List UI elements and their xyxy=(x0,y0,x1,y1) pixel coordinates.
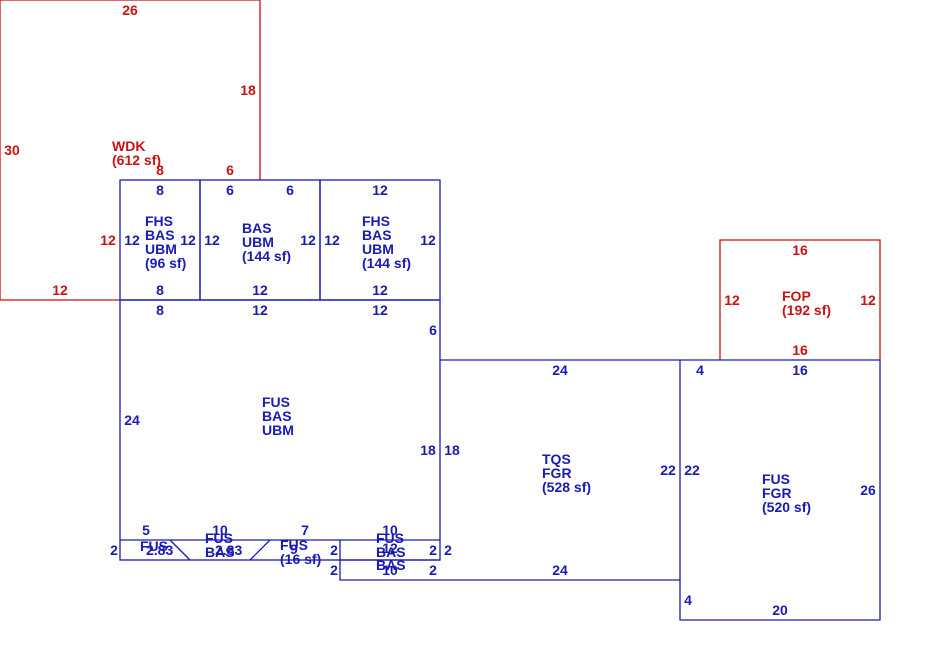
dim-main-left: 24 xyxy=(124,412,140,428)
strip-b-dim: 2.83 xyxy=(215,542,242,558)
fhs-left-area: (96 sf) xyxy=(145,255,186,271)
fus-main-line-2: BAS xyxy=(262,408,292,424)
dim-strip-i: 2 xyxy=(429,562,437,578)
dim-garage-left: 22 xyxy=(684,462,700,478)
dim-wdk-left: 30 xyxy=(4,142,20,158)
dim-wdk-top: 26 xyxy=(122,2,138,18)
strip-d-label-1: FUS xyxy=(376,530,404,546)
dim-garage-left-b: 4 xyxy=(684,592,692,608)
strip-d-label-2: BAS xyxy=(376,544,406,560)
dim-tqs-right: 22 xyxy=(660,462,676,478)
open-porch-outline xyxy=(719,239,881,360)
dim-strip-e: 2 xyxy=(330,542,338,558)
dim-strip-d: 10 xyxy=(382,522,398,538)
fop-code: FOP xyxy=(782,288,811,304)
dim-wdk-inner-b: 6 xyxy=(226,162,234,178)
fhs-right-line-2: BAS xyxy=(362,227,392,243)
dim-wdk-bottom: 12 xyxy=(52,282,68,298)
wdk-code: WDK xyxy=(112,138,145,154)
dim-strip-k: 10 xyxy=(382,562,398,578)
room-fus-garage-outline xyxy=(679,359,881,621)
strip-b-label-2: BAS xyxy=(205,544,235,560)
room-fus-main xyxy=(119,299,441,561)
strip-b-label-1: FUS xyxy=(205,530,233,546)
tqs-line-2: FGR xyxy=(542,465,572,481)
dim-strip-b: 10 xyxy=(212,522,228,538)
dim-main-right-a: 6 xyxy=(429,322,437,338)
dim-wdk-right: 18 xyxy=(240,82,256,98)
bas-mid-line-2: UBM xyxy=(242,234,274,250)
dim-tqs-top: 24 xyxy=(552,362,568,378)
fus-main-line-1: FUS xyxy=(262,394,290,410)
dim-tqs-bottom: 24 xyxy=(552,562,568,578)
dim-strip-f: 2 xyxy=(429,542,437,558)
dim-r2-right: 12 xyxy=(300,232,316,248)
dim-main-top-c: 12 xyxy=(372,302,388,318)
deck-dimensions: 26 18 30 12 12 8 6 16 12 12 16 xyxy=(4,2,876,358)
strip-c-label-1: FUS xyxy=(280,537,308,553)
fus-main-line-3: UBM xyxy=(262,422,294,438)
dim-garage-top-b: 16 xyxy=(792,362,808,378)
dim-r1-top: 8 xyxy=(156,182,164,198)
strip-diagonal-b xyxy=(249,539,271,561)
strip-diagonal-a xyxy=(169,539,191,561)
dim-r2-top-b: 6 xyxy=(286,182,294,198)
strip-a-dim: 2.83 xyxy=(146,542,173,558)
dim-r2-bottom: 12 xyxy=(252,282,268,298)
dim-wdk-inner-a: 8 xyxy=(156,162,164,178)
strip-d-label-3: BAS xyxy=(376,557,406,573)
strip-c-label-2: (16 sf) xyxy=(280,551,321,567)
fus-garage-line-2: FGR xyxy=(762,485,792,501)
dim-fop-bottom: 16 xyxy=(792,342,808,358)
dim-garage-bottom: 20 xyxy=(772,602,788,618)
building-outlines xyxy=(119,179,881,621)
fhs-left-line-1: FHS xyxy=(145,213,173,229)
dim-strip-h: 2 xyxy=(330,562,338,578)
wdk-area: (612 sf) xyxy=(112,152,161,168)
dim-garage-right: 26 xyxy=(860,482,876,498)
dim-r3-bottom: 12 xyxy=(372,282,388,298)
dim-strip-a: 5 xyxy=(142,522,150,538)
dim-r2-left: 12 xyxy=(204,232,220,248)
dim-garage-top-a: 4 xyxy=(696,362,704,378)
dim-r1-right: 12 xyxy=(180,232,196,248)
wood-deck-outline xyxy=(0,0,261,301)
open-porch xyxy=(719,239,881,360)
dim-main-top-a: 8 xyxy=(156,302,164,318)
fhs-right-line-3: UBM xyxy=(362,241,394,257)
bas-mid-line-1: BAS xyxy=(242,220,272,236)
strip-a-label: FUS xyxy=(140,538,168,554)
fhs-right-area: (144 sf) xyxy=(362,255,411,271)
fop-area: (192 sf) xyxy=(782,302,831,318)
dim-r3-right: 12 xyxy=(420,232,436,248)
dim-strip-j: 12 xyxy=(382,540,398,556)
dim-r2-top-a: 6 xyxy=(226,182,234,198)
dim-strip-c: 7 xyxy=(301,522,309,538)
fus-garage-area: (520 sf) xyxy=(762,499,811,515)
dim-tqs-left: 18 xyxy=(444,442,460,458)
dim-r3-left: 12 xyxy=(324,232,340,248)
fus-garage-line-1: FUS xyxy=(762,471,790,487)
fhs-right-line-1: FHS xyxy=(362,213,390,229)
dim-fop-top: 16 xyxy=(792,242,808,258)
dim-r1-bottom: 8 xyxy=(156,282,164,298)
dim-fop-right: 12 xyxy=(860,292,876,308)
fhs-left-line-2: BAS xyxy=(145,227,175,243)
dim-fop-left: 12 xyxy=(724,292,740,308)
dim-main-right-b: 18 xyxy=(420,442,436,458)
tqs-line-1: TQS xyxy=(542,451,571,467)
dim-r1-left: 12 xyxy=(124,232,140,248)
tqs-area: (528 sf) xyxy=(542,479,591,495)
dim-strip-g: 2 xyxy=(444,542,452,558)
fhs-left-line-3: UBM xyxy=(145,241,177,257)
dim-r3-top: 12 xyxy=(372,182,388,198)
dim-strip-left: 2 xyxy=(110,542,118,558)
bas-mid-area: (144 sf) xyxy=(242,248,291,264)
building-dimensions: 8 12 12 8 6 6 12 12 12 12 12 12 12 8 12 … xyxy=(110,182,876,618)
strip-c-dim: 9 xyxy=(290,541,298,557)
dim-wdk-left-inner: 12 xyxy=(100,232,116,248)
dim-main-top-b: 12 xyxy=(252,302,268,318)
wood-deck xyxy=(0,0,261,301)
